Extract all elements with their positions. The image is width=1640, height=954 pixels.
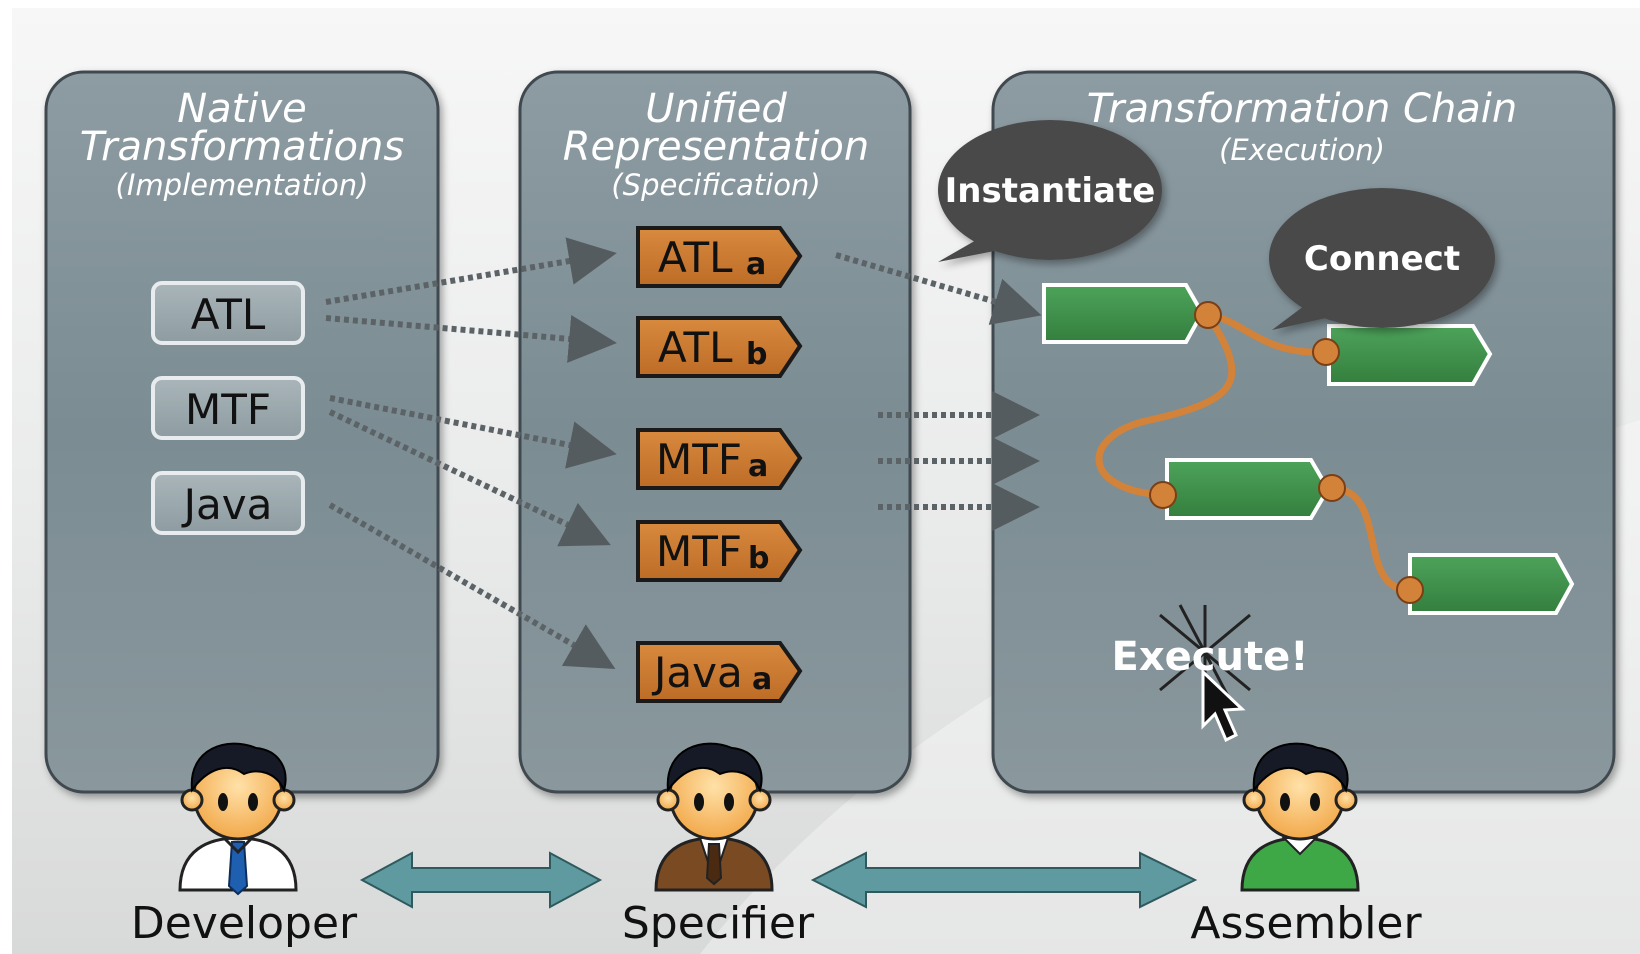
unified-tag-mtf-a-name: MTF [656, 435, 742, 484]
execute-click: Execute! [1112, 604, 1309, 743]
chain-node-4 [1408, 553, 1575, 615]
connector-3-4 [1328, 484, 1414, 594]
unified-tag-java-a: Java a [636, 641, 803, 703]
mouse-cursor-icon [1201, 668, 1246, 743]
role-specifier-label: Specifier [622, 898, 815, 949]
native-item-java: Java [151, 471, 305, 535]
chain-node-3 [1165, 458, 1331, 520]
connector-1-3 [1095, 311, 1236, 499]
port-node-3-in [1149, 481, 1177, 509]
bubble-instantiate-label: Instantiate [945, 171, 1156, 211]
mapping-arrows-unified-to-chain [835, 252, 1042, 531]
execute-label: Execute! [1112, 634, 1309, 680]
role-assembler-label: Assembler [1190, 898, 1422, 949]
panel-native-title-line1: Native [177, 86, 307, 132]
arrow-atl-a-to-chain [835, 252, 1042, 325]
native-item-mtf-label: MTF [185, 385, 271, 434]
unified-tag-atl-b-name: ATL [658, 323, 733, 372]
arrow-mtf-to-mtf-a [329, 395, 617, 469]
panel-chain-title: Transformation Chain [1087, 86, 1518, 132]
panel-unified-subtitle: (Specification) [611, 168, 820, 202]
panel-unified-title-line2: Representation [563, 124, 869, 170]
unified-tag-atl-b-variant: b [746, 337, 767, 372]
mapping-arrows-native-to-unified [325, 237, 617, 669]
double-arrow-developer-specifier [359, 851, 603, 909]
developer-avatar-icon [178, 742, 298, 896]
unified-tag-mtf-a-variant: a [748, 449, 768, 484]
unified-tag-mtf-b: MTF b [636, 520, 803, 582]
port-node-1-out [1194, 301, 1222, 329]
chain-node-1 [1042, 283, 1205, 344]
bubble-connect-label: Connect [1304, 239, 1460, 279]
native-item-mtf: MTF [151, 376, 305, 440]
native-item-java-label: Java [181, 480, 273, 529]
unified-tag-atl-a-name: ATL [658, 233, 733, 282]
native-item-atl: ATL [151, 281, 305, 345]
bubble-connect: Connect [1269, 188, 1495, 330]
arrow-java-to-java-a [328, 502, 616, 669]
unified-tag-java-a-name: Java [651, 648, 743, 697]
role-developer-label: Developer [131, 898, 358, 949]
unified-tag-mtf-a: MTF a [636, 428, 803, 490]
assembler-avatar-icon [1240, 742, 1360, 892]
chain-node-2 [1327, 324, 1493, 386]
panel-chain-subtitle: (Execution) [1219, 133, 1385, 167]
panel-unified-title-line1: Unified [645, 86, 787, 132]
unified-tag-mtf-b-variant: b [748, 541, 769, 576]
double-arrow-specifier-assembler [810, 851, 1198, 909]
arrow-mtf-to-mtf-b [328, 409, 611, 547]
port-node-4-in [1396, 576, 1424, 604]
unified-tag-java-a-variant: a [752, 662, 772, 697]
arrow-atl-to-atl-a [325, 237, 617, 305]
unified-tag-atl-b: ATL b [636, 316, 803, 378]
panel-native-subtitle: (Implementation) [116, 168, 369, 202]
unified-tag-atl-a: ATL a [636, 226, 803, 288]
unified-tag-atl-a-variant: a [746, 247, 766, 282]
port-node-2-in [1312, 338, 1340, 366]
connector-ports [1149, 301, 1424, 604]
bubble-instantiate: Instantiate [938, 120, 1162, 262]
unified-tag-mtf-b-name: MTF [656, 527, 742, 576]
port-node-3-out [1318, 474, 1346, 502]
specifier-avatar-icon [654, 742, 774, 892]
panel-native-title-line2: Transformations [80, 124, 404, 170]
arrow-atl-to-atl-b [325, 315, 617, 363]
native-item-atl-label: ATL [191, 290, 266, 339]
